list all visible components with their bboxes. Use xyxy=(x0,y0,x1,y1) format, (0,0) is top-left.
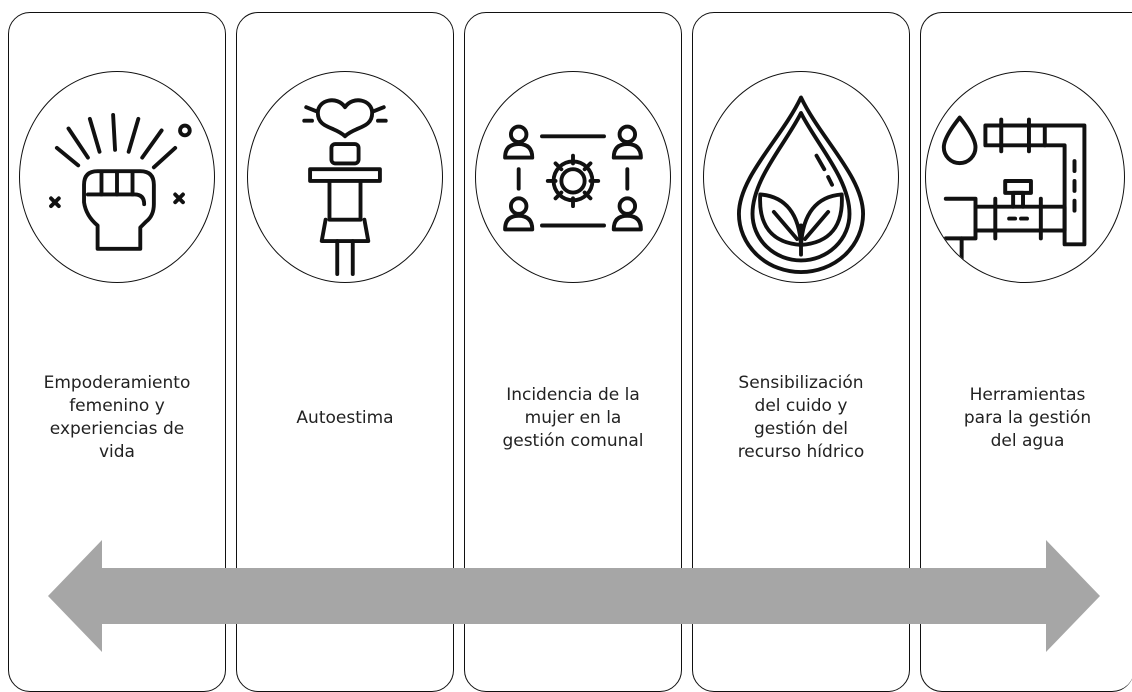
topic-label: Incidencia de la mujer en la gestión com… xyxy=(502,384,644,451)
double-arrow-icon xyxy=(48,540,1100,652)
raised-fist-icon xyxy=(19,71,215,283)
water-pipes-icon xyxy=(925,71,1125,283)
self-love-person-icon xyxy=(247,71,443,283)
community-gear-network-icon xyxy=(475,71,671,283)
topic-label: Autoestima xyxy=(296,407,394,428)
water-drop-leaves-icon xyxy=(703,71,899,283)
topic-label: Sensibilización del cuido y gestión del … xyxy=(737,373,865,462)
topic-label: Empoderamiento femenino y experiencias d… xyxy=(43,373,191,462)
topic-label: Herramientas para la gestión del agua xyxy=(963,384,1092,451)
